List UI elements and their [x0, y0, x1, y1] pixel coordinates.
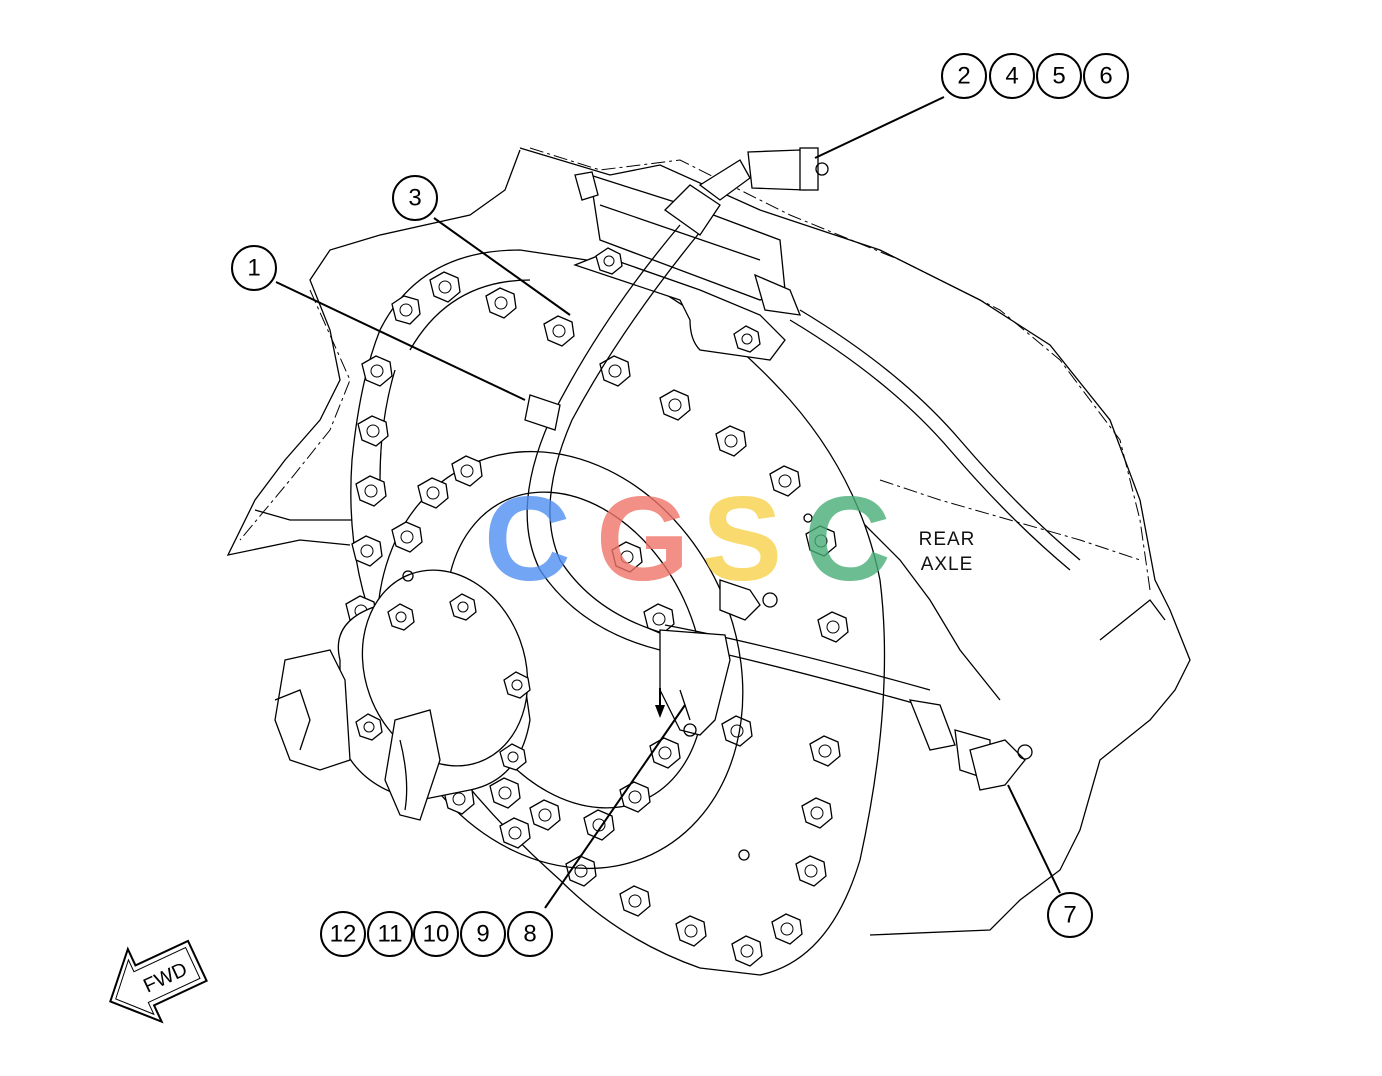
callout: 6 — [1083, 53, 1129, 99]
watermark-letter: S — [702, 472, 782, 606]
flange-bolt — [429, 271, 461, 303]
callout-number: 2 — [957, 63, 970, 90]
flange-bolt — [361, 355, 393, 387]
flange-bolt — [721, 715, 753, 747]
flange-bolt — [355, 475, 387, 507]
hub-bolt — [451, 455, 483, 487]
axle-label-line-1: REAR — [919, 529, 976, 550]
drive-motor — [274, 569, 531, 821]
watermark-letter: G — [596, 472, 689, 606]
callout: 5 — [1036, 53, 1082, 99]
callout-group-top: 2 4 5 6 — [941, 53, 1129, 99]
flange-bolt — [357, 415, 389, 447]
motor-bolt — [387, 603, 415, 631]
callout-number: 4 — [1005, 63, 1018, 90]
callout: 12 — [320, 911, 366, 957]
flange-bolt — [675, 915, 707, 947]
flange-bolt — [485, 287, 517, 319]
callout: 9 — [460, 911, 506, 957]
callout-number: 9 — [476, 921, 489, 948]
callout-number: 12 — [330, 921, 357, 948]
callout-group-bottom: 12 11 10 9 8 — [320, 911, 553, 957]
flange-bolt — [543, 315, 575, 347]
watermark-letter: C — [804, 472, 891, 606]
motor-bolt — [499, 743, 527, 771]
hub-bolt — [529, 799, 561, 831]
hub-bolt — [489, 777, 521, 809]
callout: 10 — [413, 911, 459, 957]
flange-bolt — [391, 295, 421, 325]
hub-bolt — [417, 477, 449, 509]
flange-bolt — [599, 355, 631, 387]
hub-bolt — [499, 817, 531, 849]
forward-arrow-icon: FWD — [109, 939, 208, 1024]
callout: 3 — [392, 175, 438, 221]
callout-number: 1 — [247, 255, 260, 282]
callout-number: 5 — [1052, 63, 1065, 90]
callout-number: 7 — [1063, 902, 1076, 929]
callout: 8 — [507, 911, 553, 957]
flange-bolt — [769, 465, 801, 497]
axle-housing — [226, 147, 1191, 936]
axle-label-line-2: AXLE — [921, 554, 974, 575]
callout-number: 6 — [1099, 63, 1112, 90]
callout: 1 — [231, 245, 277, 291]
flange-bolt — [619, 885, 651, 917]
motor-bolt — [355, 713, 383, 741]
bracket-bolt — [595, 247, 623, 275]
flange-bolt — [817, 611, 849, 643]
flange-bolt — [659, 389, 691, 421]
flange-bolt — [715, 425, 747, 457]
callout: 7 — [1047, 892, 1093, 938]
flange-bolt — [771, 913, 803, 945]
callout-number: 10 — [423, 921, 450, 948]
valve-block — [573, 171, 786, 361]
callout: 11 — [367, 911, 413, 957]
callout-number: 11 — [378, 921, 403, 948]
flange-bolt — [805, 525, 837, 557]
flange-bolt — [809, 735, 841, 767]
leader-lines — [275, 96, 1061, 909]
flange-bolt — [731, 935, 763, 967]
hub-bolt — [391, 521, 423, 553]
flange-bolt — [351, 535, 383, 567]
watermark: C G S C — [484, 472, 891, 606]
hose-assembly — [402, 147, 1081, 861]
flange-bolt — [801, 797, 833, 829]
callout-number: 3 — [408, 185, 421, 212]
inner-hub — [376, 450, 744, 870]
callout: 2 — [941, 53, 987, 99]
flange-bolt — [795, 855, 827, 887]
callout: 4 — [989, 53, 1035, 99]
motor-bolt — [503, 671, 531, 699]
flange-bolt-ring — [345, 271, 849, 967]
hub-bolt — [611, 541, 643, 573]
callout-number: 8 — [523, 921, 536, 948]
bracket-bolt — [733, 325, 761, 353]
motor-bolt — [449, 593, 477, 621]
watermark-letter: C — [484, 472, 571, 606]
axle-label: REAR AXLE — [919, 529, 976, 575]
